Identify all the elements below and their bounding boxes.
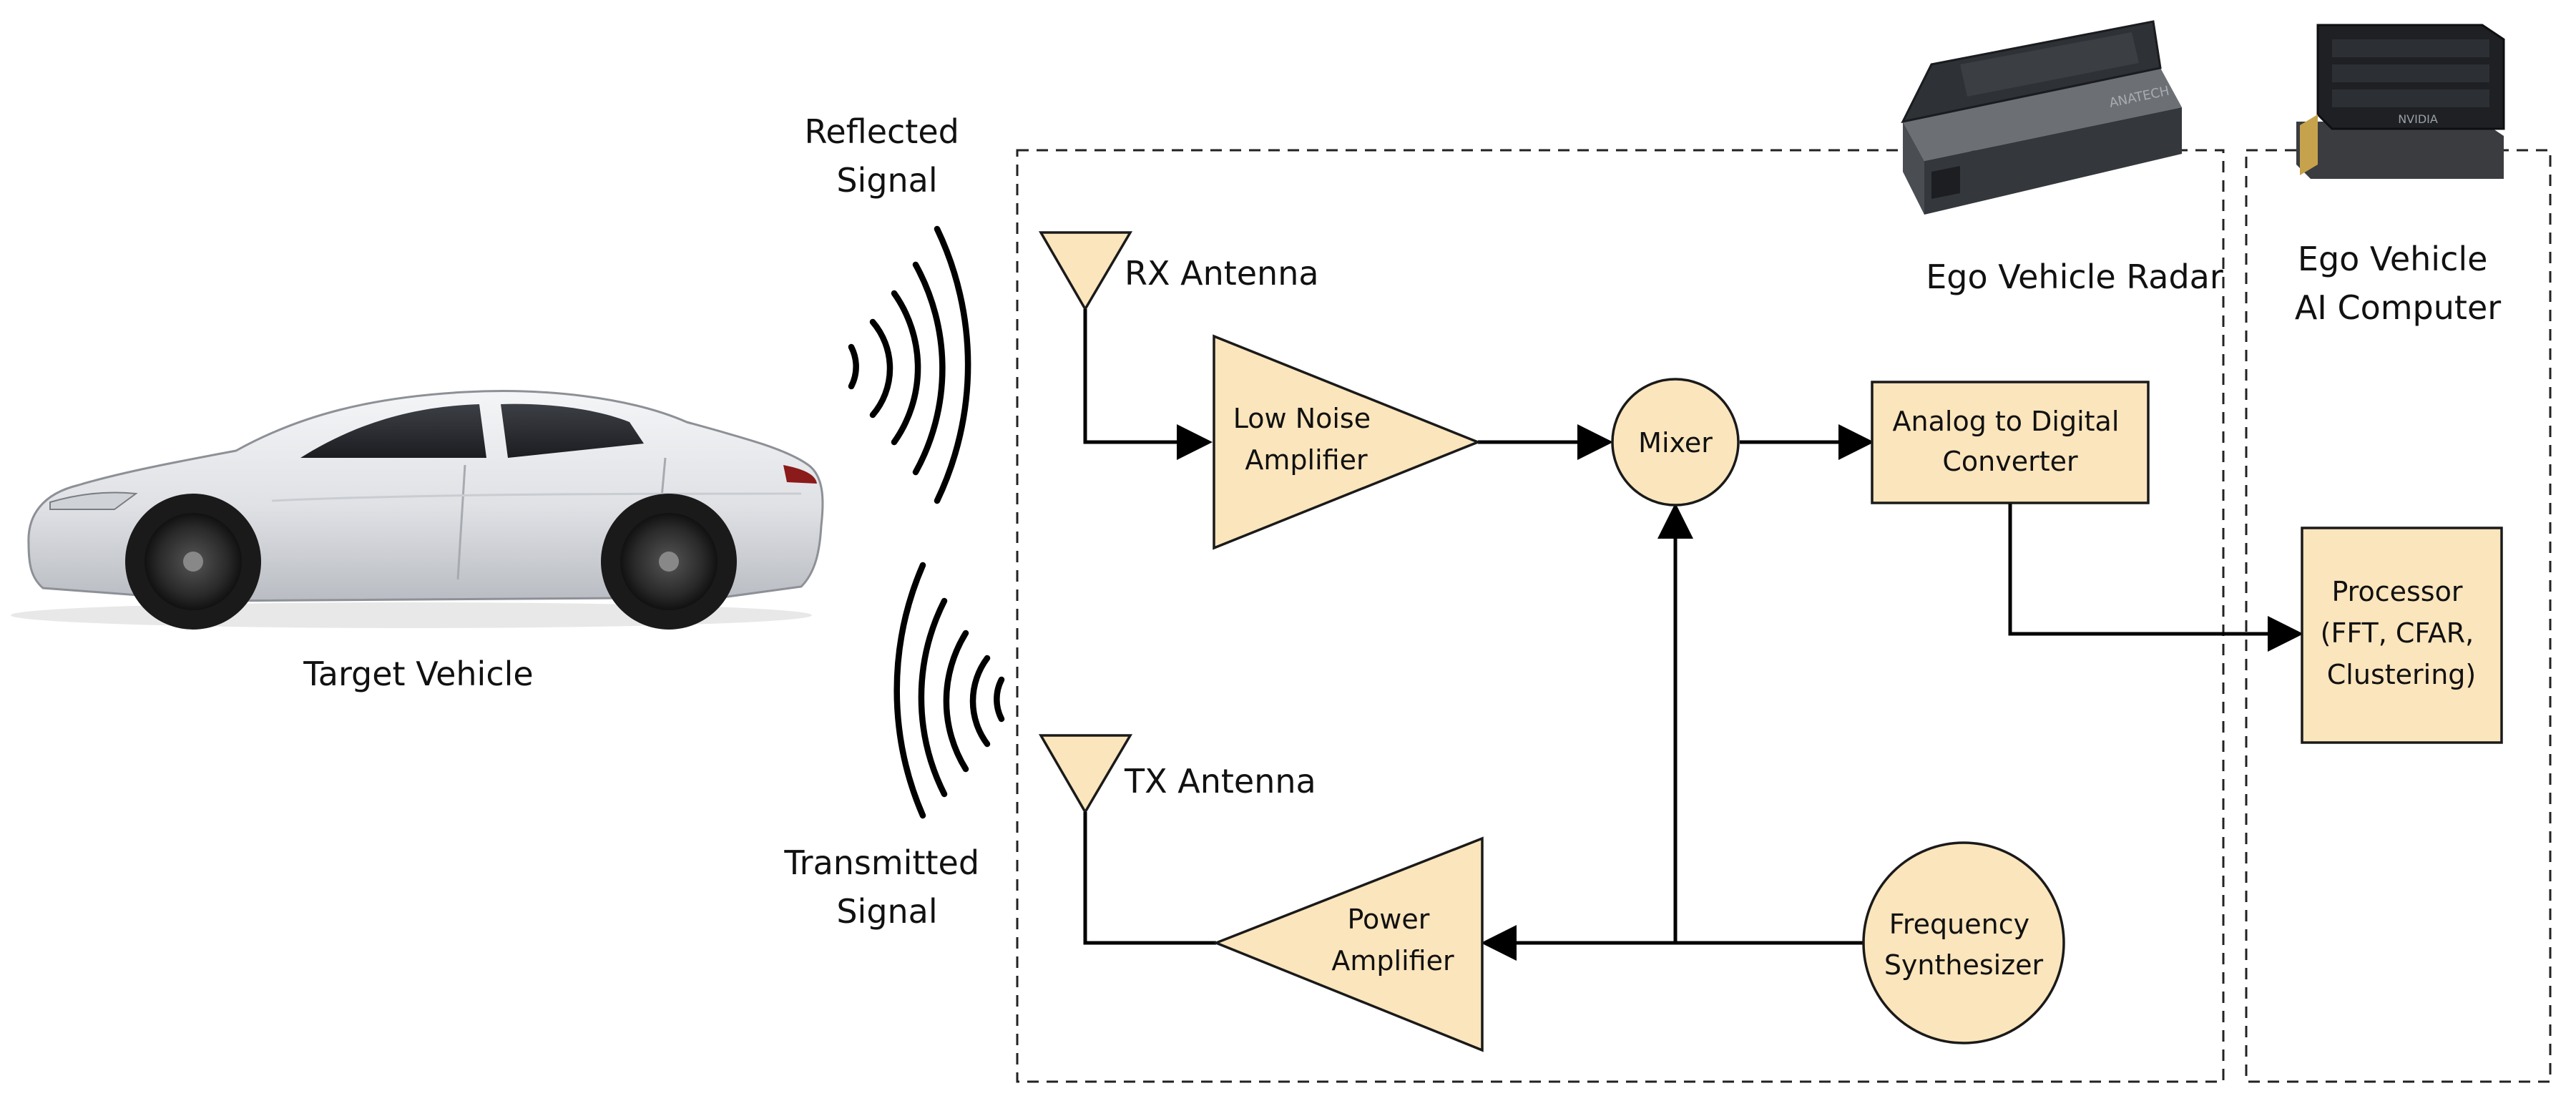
transmitted-signal-waves	[893, 562, 1005, 819]
frequency-synthesizer-block	[1862, 841, 2065, 1044]
ego-vehicle-radar-label: Ego Vehicle Radar	[1926, 258, 2223, 296]
computer-logo: NVIDIA	[2398, 112, 2438, 126]
processor-label: Processor (FFT, CFAR, Clustering)	[2321, 576, 2483, 690]
transmitted-signal-label: Transmitted Signal	[783, 843, 989, 931]
mixer-label: Mixer	[1638, 427, 1713, 459]
ego-vehicle-radar-boundary	[1016, 149, 2225, 1083]
processor-block	[2301, 527, 2503, 744]
adc-label: Analog to Digital Converter	[1893, 406, 2128, 477]
power-amplifier-block	[1213, 836, 1484, 1052]
target-vehicle-image	[11, 390, 824, 630]
rx-antenna-to-lna-arrow	[1083, 309, 1213, 460]
rx-antenna-icon	[1038, 231, 1133, 312]
low-noise-amplifier-label: Low Noise Amplifier	[1233, 403, 1379, 476]
tx-antenna-label: TX Antenna	[1124, 762, 1316, 801]
reflected-signal-label: Reflected Signal	[805, 112, 970, 200]
ego-vehicle-ai-computer-label: Ego Vehicle AI Computer	[2295, 240, 2501, 327]
power-amplifier-to-tx-antenna-wire	[1083, 812, 1216, 945]
reflected-signal-waves	[848, 225, 971, 504]
mixer-block	[1611, 378, 1740, 506]
radar-hardware-image: ANATECH	[1901, 20, 2182, 215]
power-amplifier-label: Power Amplifier	[1331, 904, 1454, 976]
frequency-synthesizer-label: Frequency Synthesizer	[1884, 909, 2044, 981]
adc-block	[1871, 381, 2150, 504]
low-noise-amplifier-block	[1213, 334, 1482, 550]
target-vehicle-label: Target Vehicle	[303, 655, 533, 693]
tx-antenna-icon	[1038, 734, 1133, 815]
rx-antenna-label: RX Antenna	[1125, 254, 1319, 293]
adc-to-processor-arrow	[2008, 503, 2303, 652]
ai-computer-image: NVIDIA	[2296, 24, 2505, 179]
